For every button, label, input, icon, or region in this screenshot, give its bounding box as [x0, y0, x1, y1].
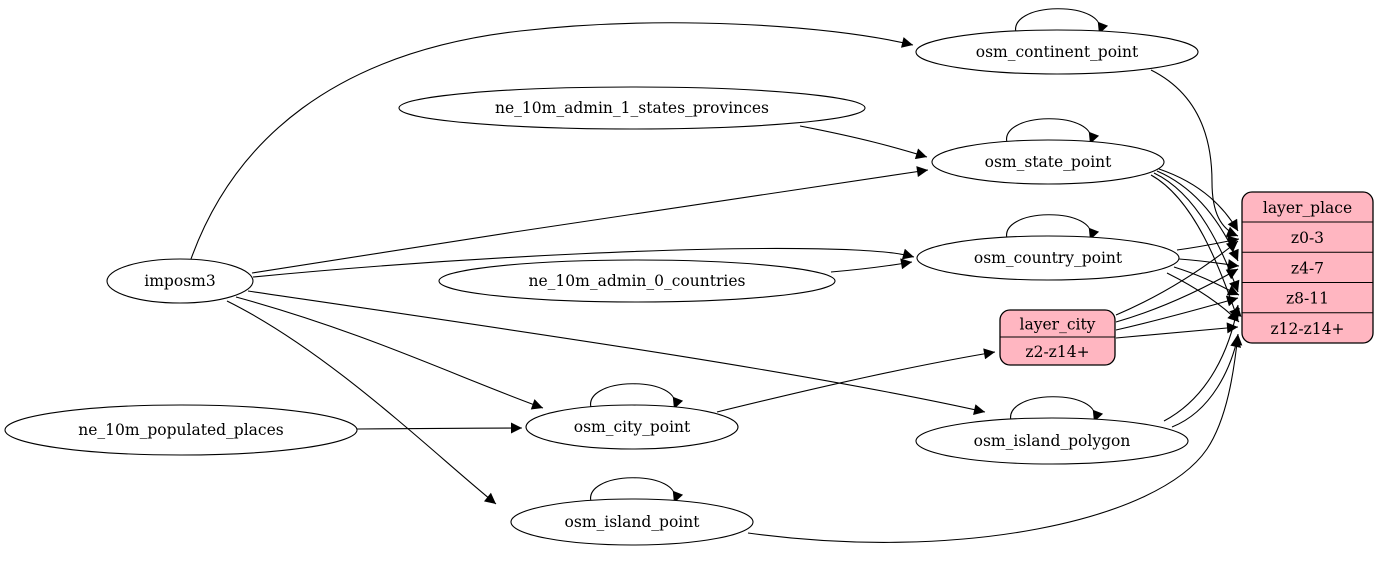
layer_place-row-z4-7: z4-7: [1291, 259, 1324, 277]
layer_place-row-z0-3: z0-3: [1291, 229, 1324, 247]
edge-osm_country_point-to-layer_place-z0-3: [1176, 235, 1240, 251]
nodes-layer: imposm3 ne_10m_admin_1_states_provincesne…: [4, 29, 1374, 546]
edge-ne_10m_populated_places-to-osm_city_point: [356, 422, 523, 434]
edge-ne_10m_admin_1_states_provinces-to-osm_state_point: [799, 125, 928, 160]
edge-osm_state_point-to-osm_state_point: [1006, 118, 1100, 147]
imposm3-label: imposm3: [144, 272, 215, 290]
osm_continent_point-label: osm_continent_point: [976, 43, 1139, 61]
node-osm_country_point: osm_country_point: [916, 235, 1180, 281]
edge-osm_country_point-to-osm_country_point: [1006, 214, 1100, 243]
osm_island_point-ellipse: [510, 498, 754, 546]
layer_place-row-z8-11: z8-11: [1286, 290, 1329, 308]
layer_place-record: [1241, 191, 1374, 344]
imposm3-ellipse: [106, 258, 254, 304]
ne_10m_admin_1_states_provinces-ellipse: [398, 86, 866, 130]
node-imposm3: imposm3: [106, 258, 254, 304]
edge-osm_island_point-to-layer_place-z12-z14+: [747, 333, 1243, 543]
layer_city-row-z2-z14+: z2-z14+: [1025, 343, 1089, 361]
node-osm_city_point: osm_city_point: [525, 404, 739, 450]
edge-layer_city-to-layer_place-z0-3: [1115, 240, 1239, 316]
osm_island_polygon-ellipse: [915, 417, 1189, 465]
layer_place-row-z12-z14+: z12-z14+: [1270, 320, 1344, 338]
edge-layer_city-to-layer_place-z4-7: [1115, 268, 1239, 323]
node-ne_10m_admin_1_states_provinces: ne_10m_admin_1_states_provinces: [398, 86, 866, 130]
edge-osm_continent_point-to-layer_place-z0-3: [1150, 69, 1239, 237]
edge-imposm3-to-osm_continent_point: [190, 22, 914, 260]
layer_city-header-label: layer_city: [1020, 316, 1096, 334]
node-ne_10m_admin_0_countries: ne_10m_admin_0_countries: [438, 259, 836, 303]
osm_continent_point-ellipse: [915, 29, 1199, 75]
edge-osm_state_point-to-layer_place-z4-7: [1156, 170, 1239, 262]
node-osm_state_point: osm_state_point: [931, 139, 1165, 185]
node-layer_place: layer_place z0-3 z4-7 z8-11 z12-z14+: [1241, 191, 1374, 344]
edges-layer: [190, 8, 1243, 543]
osm_city_point-label: osm_city_point: [574, 418, 691, 436]
node-osm_island_point: osm_island_point: [510, 498, 754, 546]
layer_place-header-label: layer_place: [1263, 199, 1352, 217]
edge-osm_state_point-to-layer_place-z8-11: [1153, 172, 1240, 293]
osm_country_point-label: osm_country_point: [974, 249, 1123, 267]
edge-ne_10m_admin_0_countries-to-osm_country_point: [830, 258, 913, 273]
osm_state_point-label: osm_state_point: [985, 153, 1113, 171]
edge-osm_island_polygon-to-layer_place-z8-11: [1163, 304, 1242, 422]
ne_10m_populated_places-label: ne_10m_populated_places: [78, 421, 283, 439]
edge-imposm3-to-osm_island_point: [226, 300, 497, 505]
edge-layer_city-to-layer_place-z8-11: [1115, 295, 1239, 331]
node-ne_10m_populated_places: ne_10m_populated_places: [4, 404, 358, 456]
edge-osm_country_point-to-layer_place-z4-7: [1178, 258, 1240, 271]
edge-imposm3-to-osm_city_point: [235, 296, 544, 410]
ne_10m_admin_0_countries-ellipse: [438, 259, 836, 303]
node-layer_city: layer_city z2-z14+: [999, 309, 1116, 366]
edge-imposm3-to-osm_state_point: [251, 166, 929, 274]
edge-osm_country_point-to-layer_place-z8-11: [1173, 266, 1240, 296]
ne_10m_admin_0_countries-label: ne_10m_admin_0_countries: [529, 272, 746, 290]
osm_country_point-ellipse: [916, 235, 1180, 281]
osm_state_point-ellipse: [931, 139, 1165, 185]
osm_island_point-label: osm_island_point: [565, 513, 701, 531]
edge-osm_city_point-to-layer_city-z2-z14+: [716, 348, 996, 413]
ne_10m_admin_1_states_provinces-label: ne_10m_admin_1_states_provinces: [495, 99, 769, 117]
node-osm_island_polygon: osm_island_polygon: [915, 417, 1189, 465]
edge-osm_island_polygon-to-osm_island_polygon: [1010, 396, 1104, 425]
edge-osm_city_point-to-osm_city_point: [590, 383, 684, 412]
edge-osm_continent_point-to-osm_continent_point: [1015, 8, 1109, 37]
edge-imposm3-to-osm_country_point: [252, 247, 915, 278]
node-osm_continent_point: osm_continent_point: [915, 29, 1199, 75]
edge-osm_island_point-to-osm_island_point: [590, 477, 684, 506]
edge-osm_state_point-to-layer_place-z0-3: [1158, 168, 1239, 232]
edge-osm_island_polygon-to-layer_place-z12-z14+: [1171, 335, 1242, 428]
edge-imposm3-to-osm_island_polygon: [247, 290, 986, 415]
osm_island_polygon-label: osm_island_polygon: [974, 432, 1131, 450]
osm_city_point-ellipse: [525, 404, 739, 450]
edge-layer_city-to-layer_place-z12-z14+: [1115, 322, 1239, 339]
ne_10m_populated_places-ellipse: [4, 404, 358, 456]
